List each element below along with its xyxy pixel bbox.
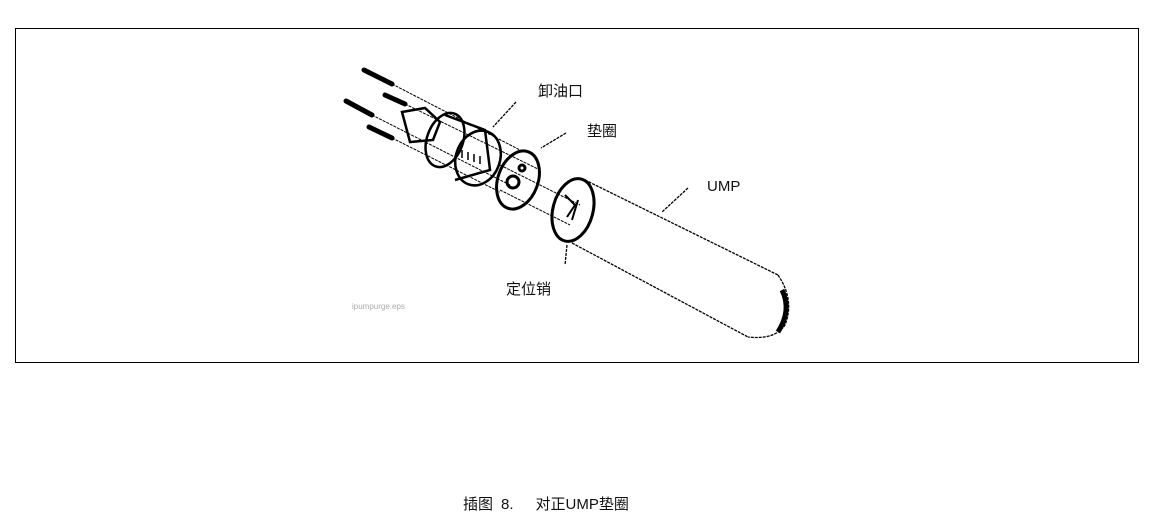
pump-head <box>400 106 503 187</box>
tube-end-grille <box>775 288 789 334</box>
caption-title: 对正UMP垫圈 <box>535 496 629 513</box>
figure-watermark: ipumpurge.eps <box>352 302 405 311</box>
label-locating-pin: 定位销 <box>506 280 552 298</box>
bolts <box>343 67 408 141</box>
label-gasket: 垫圈 <box>587 122 618 140</box>
caption-number: 8. <box>501 496 514 513</box>
figure-caption: 插图 8. 对正UMP垫圈 <box>463 493 637 514</box>
flange-disk <box>550 177 596 243</box>
leader-lines <box>492 101 689 266</box>
label-drain-port: 卸油口 <box>538 82 584 100</box>
label-ump: UMP <box>707 178 741 195</box>
caption-prefix: 插图 <box>463 496 494 513</box>
figure-frame <box>15 28 1139 363</box>
ump-tube <box>571 179 790 339</box>
gasket <box>495 149 541 211</box>
